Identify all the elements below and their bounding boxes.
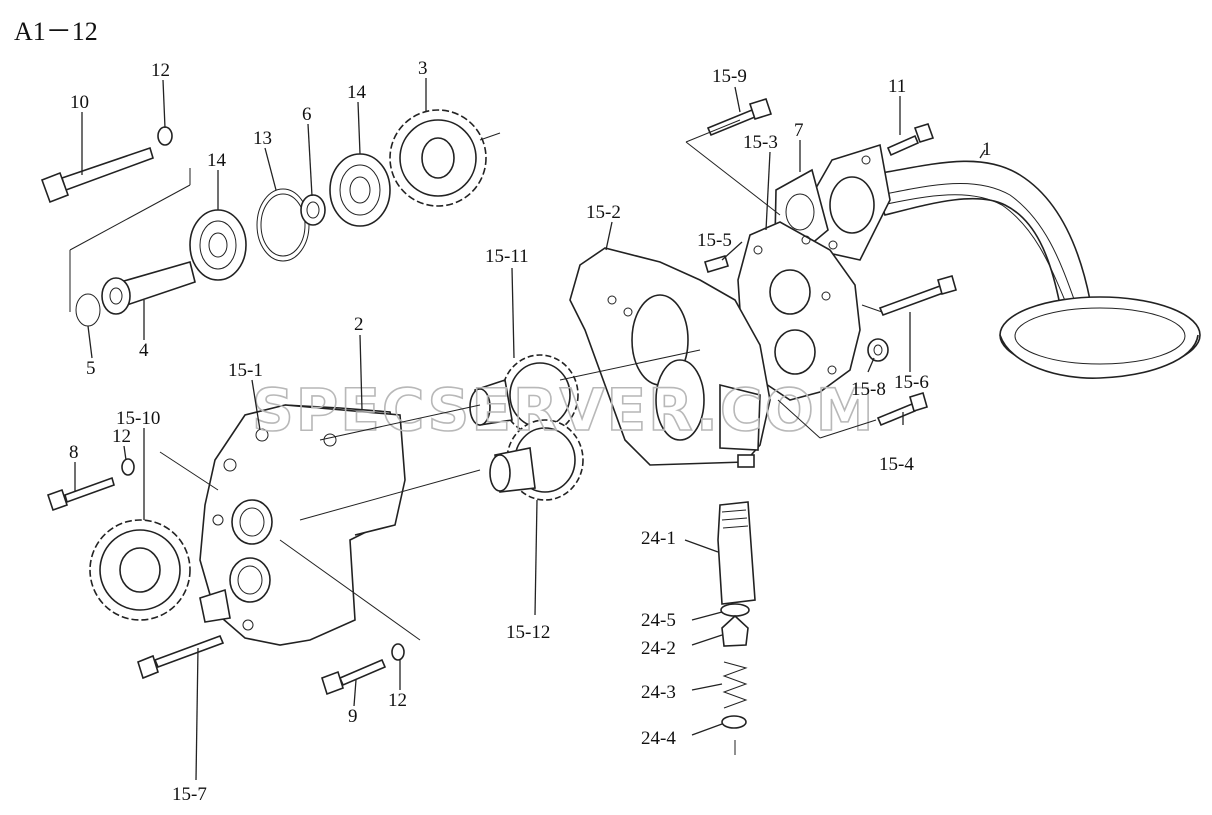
- label-part-6: 6: [302, 104, 312, 125]
- label-part-15-3: 15-3: [743, 132, 778, 153]
- label-part-12-bottom: 12: [388, 690, 407, 711]
- pump-front-housing: [199, 404, 406, 646]
- label-part-3: 3: [418, 58, 428, 79]
- label-part-15-2: 15-2: [586, 202, 621, 223]
- relief-valve-plunger: [721, 614, 749, 647]
- label-part-15-12: 15-12: [506, 622, 550, 643]
- bolt-8: [46, 458, 135, 512]
- bolt-15-4: [876, 391, 928, 427]
- label-part-24-2: 24-2: [641, 638, 676, 659]
- relief-valve-seal: [721, 715, 747, 729]
- label-part-14-lower: 14: [207, 150, 227, 171]
- label-part-15-5: 15-5: [697, 230, 732, 251]
- label-part-11: 11: [888, 76, 906, 97]
- label-part-15-6: 15-6: [894, 372, 929, 393]
- nut-15-8: [867, 338, 889, 362]
- label-part-13: 13: [253, 128, 272, 149]
- part-labels: 1 2 3 4 5 6 7 8 9 10 11 12 12 12 13 14 1…: [69, 58, 992, 805]
- idler-gear: [89, 519, 191, 621]
- bolt-15-6: [878, 275, 957, 317]
- label-part-24-5: 24-5: [641, 610, 676, 631]
- bearing-lower: [189, 209, 247, 281]
- label-part-24-3: 24-3: [641, 682, 676, 703]
- label-part-15-8: 15-8: [851, 379, 886, 400]
- washer: [300, 194, 326, 226]
- label-part-15-11: 15-11: [485, 246, 529, 267]
- label-part-8: 8: [69, 442, 79, 463]
- label-part-14-upper: 14: [347, 82, 367, 103]
- label-part-12-top: 12: [151, 60, 170, 81]
- label-part-5: 5: [86, 358, 96, 379]
- pump-cover-plate: [737, 221, 861, 401]
- label-part-15-1: 15-1: [228, 360, 263, 381]
- bolt-15-7: [137, 634, 225, 680]
- label-part-9: 9: [348, 706, 358, 727]
- label-part-1: 1: [982, 139, 992, 160]
- pump-driven-gear: [489, 419, 584, 501]
- label-part-24-1: 24-1: [641, 528, 676, 549]
- bearing-upper: [329, 153, 391, 227]
- label-part-4: 4: [139, 340, 149, 361]
- idler-shaft: [101, 261, 196, 315]
- pump-drive-gear: [469, 354, 579, 436]
- long-bolt: [40, 126, 173, 204]
- relief-valve-body: [717, 501, 756, 605]
- leader-lines: [69, 78, 986, 781]
- label-part-12-left: 12: [112, 426, 131, 447]
- label-part-15-7: 15-7: [172, 784, 207, 805]
- label-part-15-10: 15-10: [116, 408, 160, 429]
- retaining-ring: [75, 293, 101, 327]
- label-part-7: 7: [794, 120, 804, 141]
- bolt-11: [886, 123, 935, 157]
- relief-valve-spring: [722, 661, 748, 709]
- relief-valve-washer: [720, 603, 750, 617]
- label-part-15-9: 15-9: [712, 66, 747, 87]
- label-part-15-4: 15-4: [879, 454, 914, 475]
- suction-pipe-strainer: [868, 160, 1201, 379]
- snap-ring: [256, 188, 310, 262]
- watermark-text: SPECSERVER.COM: [252, 376, 875, 444]
- label-part-2: 2: [354, 314, 364, 335]
- drive-gear-top: [389, 109, 487, 207]
- label-part-24-4: 24-4: [641, 728, 676, 749]
- diagram-title: A1－12: [14, 17, 98, 46]
- label-part-10: 10: [70, 92, 89, 113]
- bolt-9: [321, 643, 405, 696]
